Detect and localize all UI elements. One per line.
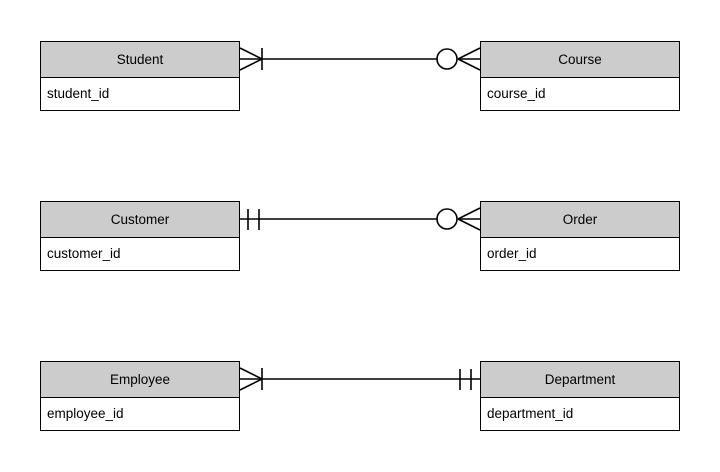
entity-department[interactable]: Department department_id [480,361,680,431]
entity-student-attributes: student_id [41,78,239,110]
cardinality-one-or-many-student [239,47,263,71]
cardinality-one-or-many-employee [239,367,263,391]
entity-employee[interactable]: Employee employee_id [40,361,240,431]
entity-course-attributes: course_id [481,78,679,110]
entity-employee-title: Employee [41,362,239,398]
relationship-customer-order[interactable] [240,207,481,231]
entity-student[interactable]: Student student_id [40,41,240,111]
entity-department-attributes: department_id [481,398,679,430]
entity-order-attributes: order_id [481,238,679,270]
entity-course-title: Course [481,42,679,78]
entity-customer-attributes: customer_id [41,238,239,270]
entity-department-attribute-0: department_id [487,406,574,421]
entity-order-title: Order [481,202,679,238]
entity-employee-attribute-0: employee_id [47,406,124,421]
relationship-employee-department[interactable] [239,367,480,391]
entity-customer[interactable]: Customer customer_id [40,201,240,271]
cardinality-zero-or-many-course [436,47,481,71]
entity-order[interactable]: Order order_id [480,201,680,271]
cardinality-exactly-one-customer [247,209,260,230]
cardinality-exactly-one-department [459,369,472,390]
cardinality-zero-or-many-order [436,207,481,231]
entity-student-attribute-0: student_id [47,86,110,101]
entity-department-title: Department [481,362,679,398]
entity-customer-title: Customer [41,202,239,238]
entity-student-title: Student [41,42,239,78]
entity-course[interactable]: Course course_id [480,41,680,111]
entity-course-attribute-0: course_id [487,86,546,101]
entity-employee-attributes: employee_id [41,398,239,430]
relationship-student-course[interactable] [239,47,481,71]
entity-customer-attribute-0: customer_id [47,246,121,261]
entity-order-attribute-0: order_id [487,246,537,261]
